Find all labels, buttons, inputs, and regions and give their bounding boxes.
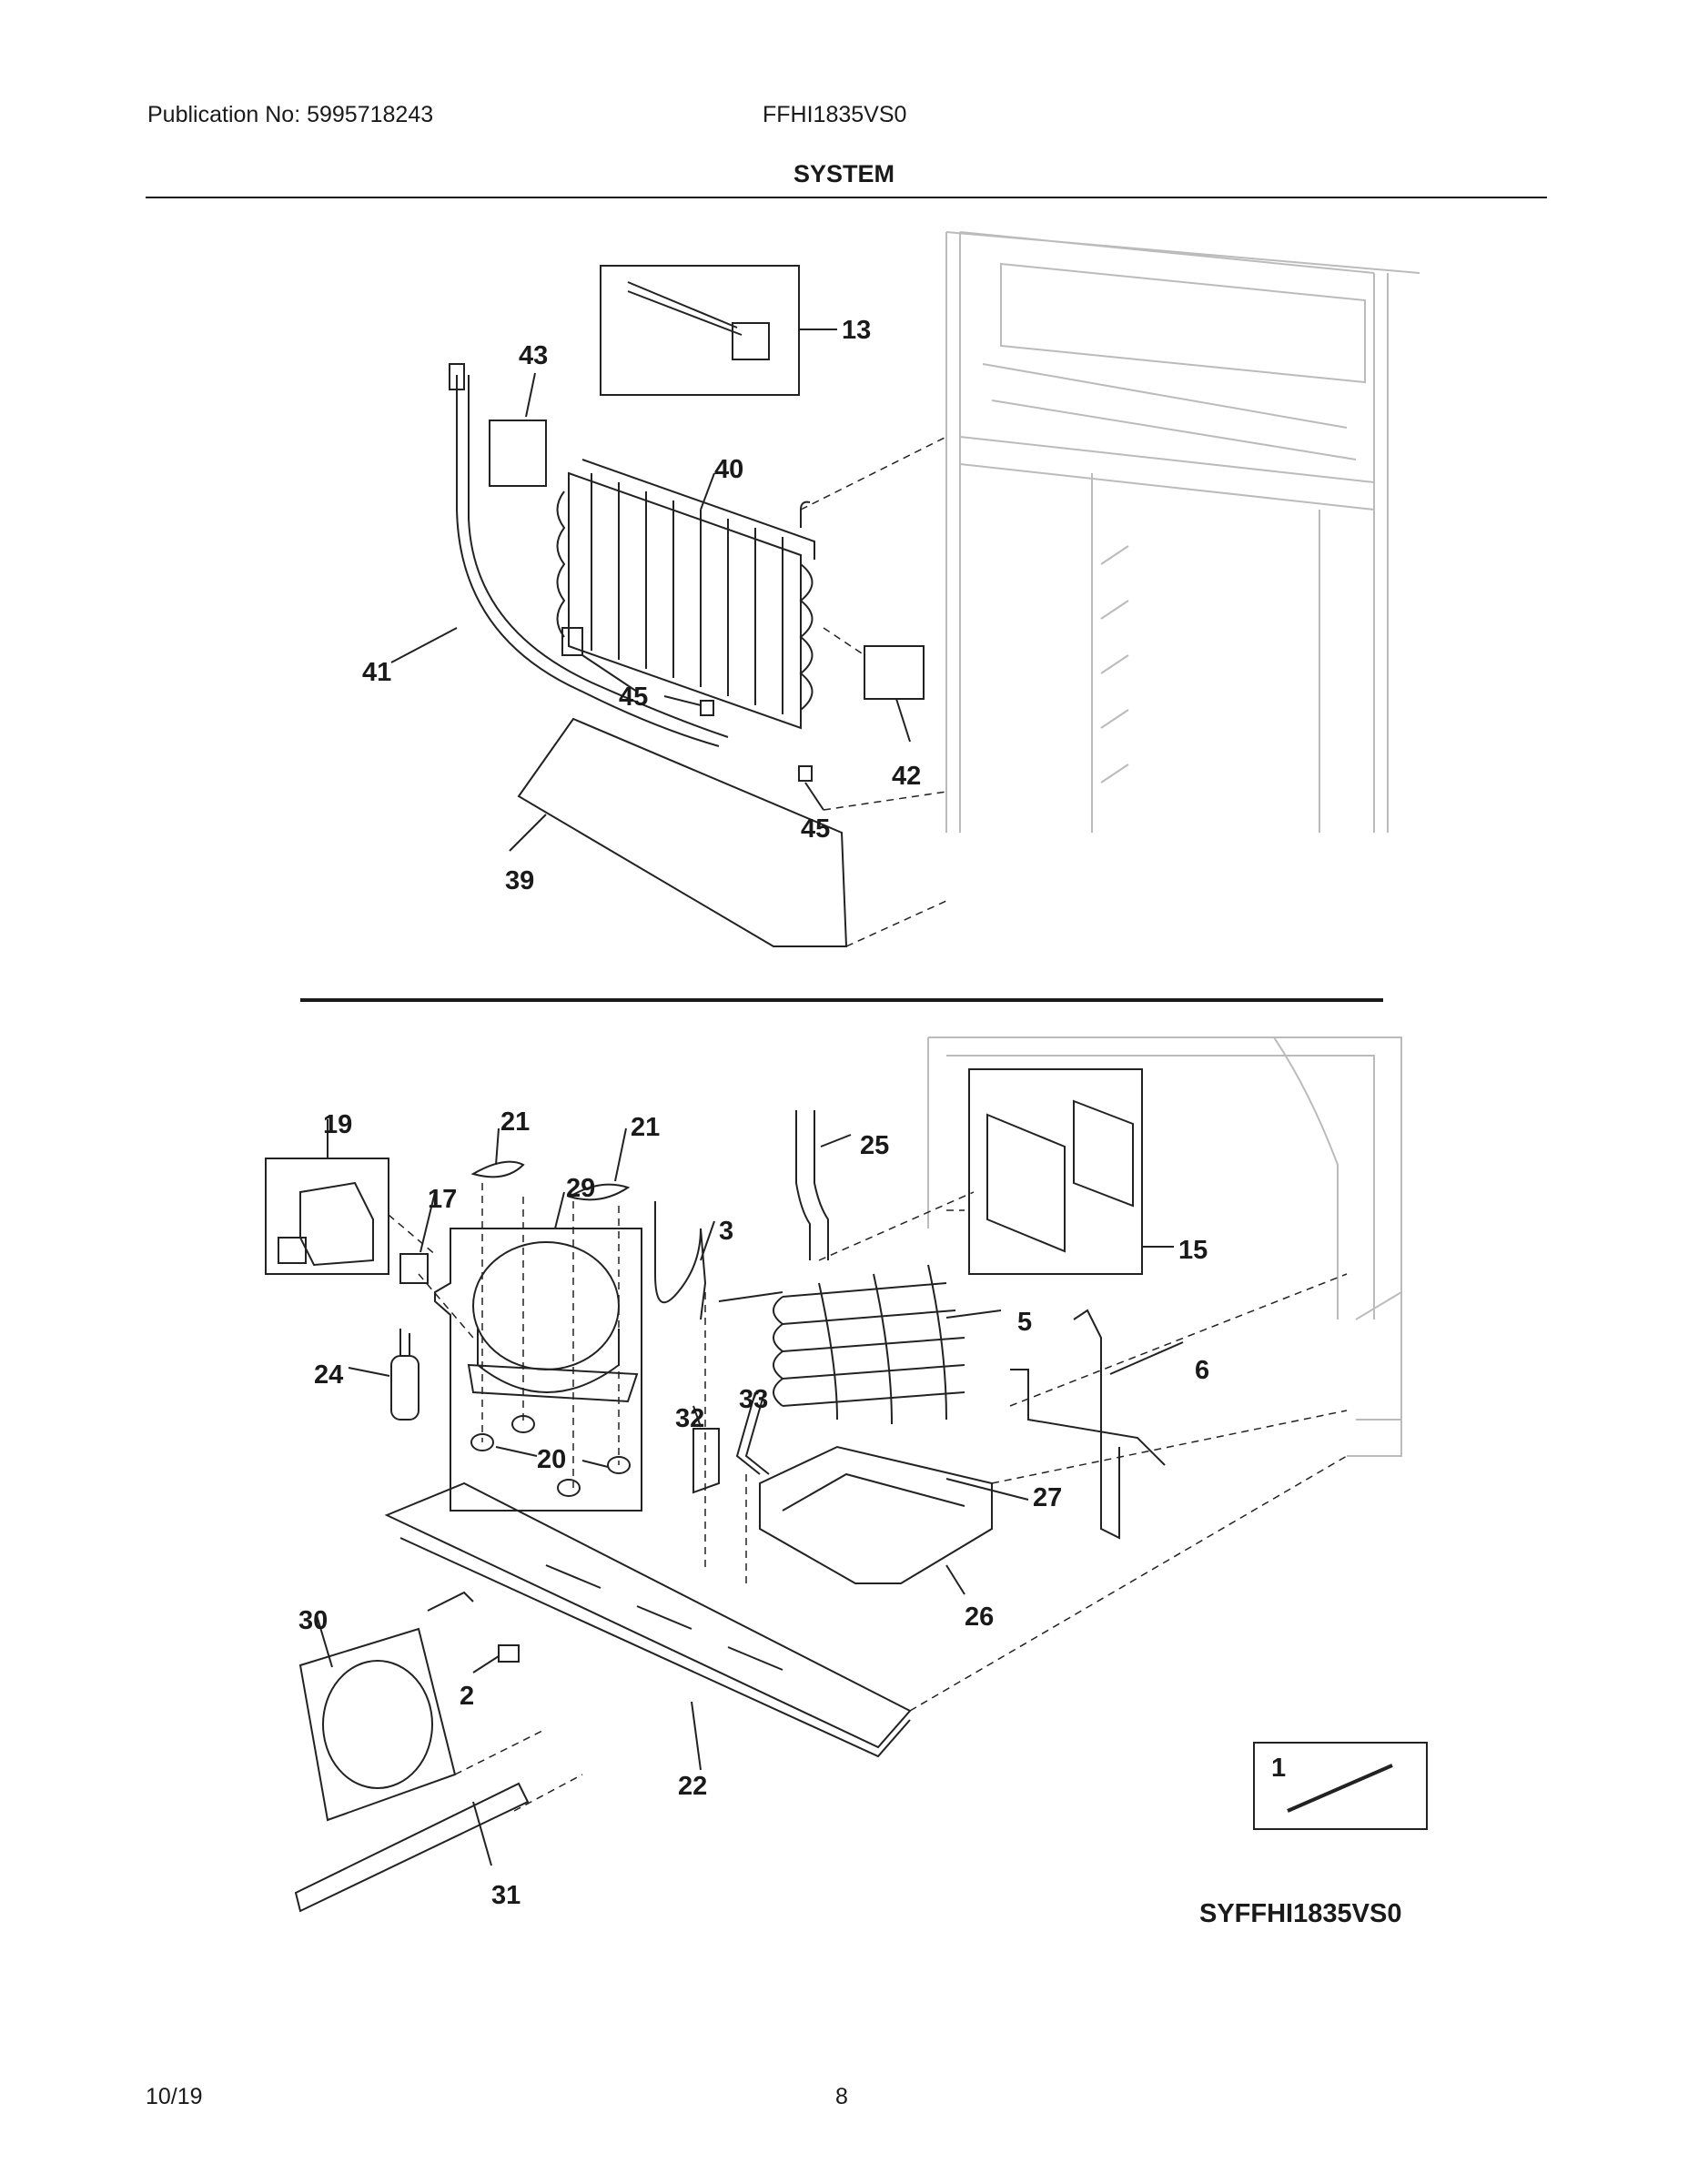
callout-31: 31 [491, 1881, 521, 1910]
part-42-defrost-limiter [864, 645, 925, 700]
callout-21-a: 21 [500, 1107, 530, 1137]
part-21-grommet-b [567, 1183, 631, 1201]
footer-date: 10/19 [146, 2084, 203, 2109]
callout-27: 27 [1033, 1483, 1062, 1512]
callout-6: 6 [1195, 1356, 1209, 1385]
callout-21-b: 21 [631, 1113, 660, 1142]
part-41-wire-harness [456, 375, 720, 747]
part-21-grommet-a [470, 1160, 525, 1178]
part-1-box [1253, 1742, 1428, 1830]
part-24-drier [390, 1355, 419, 1421]
callout-20: 20 [537, 1445, 566, 1474]
callout-labels: 13 43 40 41 45 45 42 39 19 21 21 29 17 2… [298, 316, 1286, 1910]
part-26-drain-pan [759, 1445, 993, 1584]
callout-30: 30 [298, 1606, 328, 1635]
part-13-wire [627, 281, 743, 336]
page-number: 8 [835, 2084, 848, 2109]
part-19-overload-relay [299, 1181, 374, 1267]
callout-17: 17 [428, 1185, 457, 1214]
part-45-clip-c [798, 765, 813, 782]
diagram-code: SYFFHI1835VS0 [1199, 1899, 1402, 1928]
callout-24: 24 [314, 1360, 343, 1390]
part-27-strap [945, 1478, 1029, 1501]
callout-41: 41 [362, 658, 391, 687]
callout-26: 26 [965, 1603, 994, 1632]
callout-19: 19 [323, 1110, 352, 1139]
part-45-clip-a [561, 627, 583, 656]
part-6-wire-harness [1010, 1309, 1166, 1540]
part-32-bracket [692, 1428, 720, 1494]
cabinet-outline-bottom [927, 1036, 1402, 1457]
callout-29: 29 [566, 1174, 595, 1203]
header-rule [146, 197, 1547, 198]
part-39-evaporator-cover [517, 717, 848, 947]
part-29-box [434, 1228, 642, 1512]
callout-33: 33 [739, 1385, 768, 1414]
part-2-thermistor [498, 1644, 520, 1663]
callout-2: 2 [460, 1682, 474, 1711]
part-29-compressor [472, 1241, 620, 1370]
part-45-clip-b [700, 700, 714, 716]
part-19-box [265, 1158, 389, 1275]
part-31-rail [294, 1782, 530, 1913]
part-15-control-board [1073, 1099, 1134, 1208]
callout-22: 22 [678, 1772, 707, 1801]
callout-25: 25 [860, 1131, 889, 1160]
part-20-mount-a [470, 1433, 494, 1451]
part-20-mount-c [557, 1479, 581, 1497]
part-5-condenser [718, 1264, 965, 1425]
part-15-cover [986, 1113, 1066, 1253]
callout-40: 40 [714, 455, 743, 484]
callout-32: 32 [675, 1404, 704, 1433]
callout-42: 42 [892, 762, 921, 791]
part-17-capacitor [399, 1253, 429, 1284]
part-3-tubing [654, 1201, 707, 1320]
callout-15: 15 [1178, 1236, 1208, 1265]
part-40-evaporator [556, 459, 815, 730]
callout-5: 5 [1017, 1308, 1032, 1337]
callout-39: 39 [505, 866, 534, 895]
callout-3: 3 [719, 1217, 733, 1246]
part-13-connector [732, 322, 770, 360]
callout-13: 13 [842, 316, 871, 345]
model-number: FFHI1835VS0 [763, 102, 907, 127]
callout-1: 1 [1271, 1754, 1286, 1783]
part-43-defrost-thermostat [489, 420, 547, 487]
callout-45-a: 45 [619, 682, 648, 712]
part-20-mount-d [607, 1456, 631, 1474]
callout-45-b: 45 [801, 814, 830, 844]
section-divider [300, 998, 1383, 1002]
section-title: SYSTEM [793, 160, 895, 187]
publication-number: Publication No: 5995718243 [147, 102, 434, 127]
cabinet-outline-top [945, 231, 1420, 833]
part-33-bracket [735, 1391, 770, 1475]
part-15-box [968, 1068, 1143, 1275]
part-1-tube [1287, 1764, 1393, 1813]
callout-43: 43 [519, 341, 548, 370]
part-25-drain-hose [795, 1110, 811, 1260]
